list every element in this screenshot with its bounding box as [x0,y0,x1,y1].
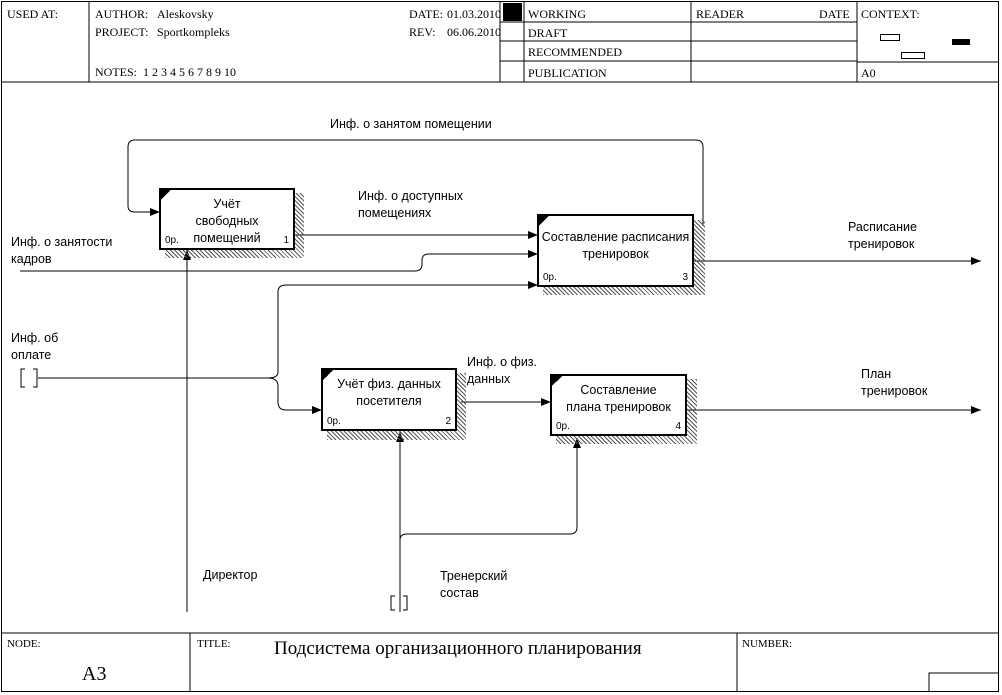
box-1-number: 1 [283,235,289,246]
context-node: A0 [861,66,876,80]
box-4-cost: 0р. [556,421,570,432]
node-value: A3 [82,663,107,685]
tunnel-trainers-icon [390,595,408,611]
date-label: DATE: [409,7,443,21]
notes-value: 1 2 3 4 5 6 7 8 9 10 [143,65,236,79]
box-4-number: 4 [675,421,681,432]
label-trainers: Тренерский состав [440,569,508,600]
label-occupied: Инф. о занятом помещении [330,117,492,131]
activity-box-1[interactable]: Учёт свободных помещений 0р. 1 [159,188,295,250]
box-3-cost: 0р. [543,272,557,283]
node-label: NODE: [7,638,41,650]
tunnel-payment-icon [20,368,38,388]
working-marker [503,3,522,21]
arrow-lines [20,139,981,612]
title-label: TITLE: [197,638,231,650]
label-staff: Инф. о занятости кадров [11,235,113,266]
box-corner-icon [552,376,562,386]
status-working: WORKING [528,7,586,21]
used-at-label: USED AT: [7,7,59,21]
reader-label: READER [696,7,744,21]
author-label: AUTHOR: [95,7,149,21]
activity-box-2[interactable]: Учёт физ. данных посетителя 0р. 2 [321,368,457,431]
status-recommended: RECOMMENDED [528,45,623,59]
date-value: 01.03.2010 [447,7,501,21]
context-label: CONTEXT: [861,7,920,21]
arrow-occupied-path [127,139,704,226]
label-payment: Инф. об оплате [11,331,59,362]
context-box-2 [901,52,925,59]
rev-value: 06.06.2010 [447,25,501,39]
context-box-current [952,39,970,45]
box-2-title: Учёт физ. данных посетителя [337,377,441,408]
box-4-title: Составление плана тренировок [566,383,671,414]
box-3-title: Составление расписания тренировок [541,230,690,261]
box-3-number: 3 [682,272,688,283]
status-publication: PUBLICATION [528,66,607,80]
box-2-number: 2 [445,416,451,427]
label-plan: План тренировок [861,367,928,398]
reader-date-label: DATE [819,7,850,21]
label-phys: Инф. о физ. данных [467,355,538,386]
rev-label: REV: [409,25,436,39]
box-1-title: Учёт свободных помещений [193,197,261,245]
arrow-staff-path [20,250,538,272]
arrow-payment-branch [267,377,322,414]
context-box-1 [880,34,900,41]
activity-box-3[interactable]: Составление расписания тренировок 0р. 3 [537,214,694,287]
box-corner-icon [323,370,333,380]
notes-label: NOTES: [95,65,137,79]
box-corner-icon [161,190,171,200]
activity-box-4[interactable]: Составление плана тренировок 0р. 4 [550,374,687,436]
label-director: Директор [203,568,258,582]
status-draft: DRAFT [528,26,568,40]
label-available: Инф. о доступных помещениях [358,189,464,220]
box-1-cost: 0р. [165,235,179,246]
arrow-trainers-branch [399,438,581,541]
project-value: Sportkompleks [157,25,230,39]
label-schedule: Расписание тренировок [848,220,917,251]
box-corner-icon [539,216,549,226]
arrow-payment-path [38,281,538,379]
number-label: NUMBER: [742,638,793,650]
box-2-cost: 0р. [327,416,341,427]
project-label: PROJECT: [95,25,149,39]
diagram-title: Подсистема организационного планирования [274,638,642,659]
author-value: Aleskovsky [157,7,214,21]
